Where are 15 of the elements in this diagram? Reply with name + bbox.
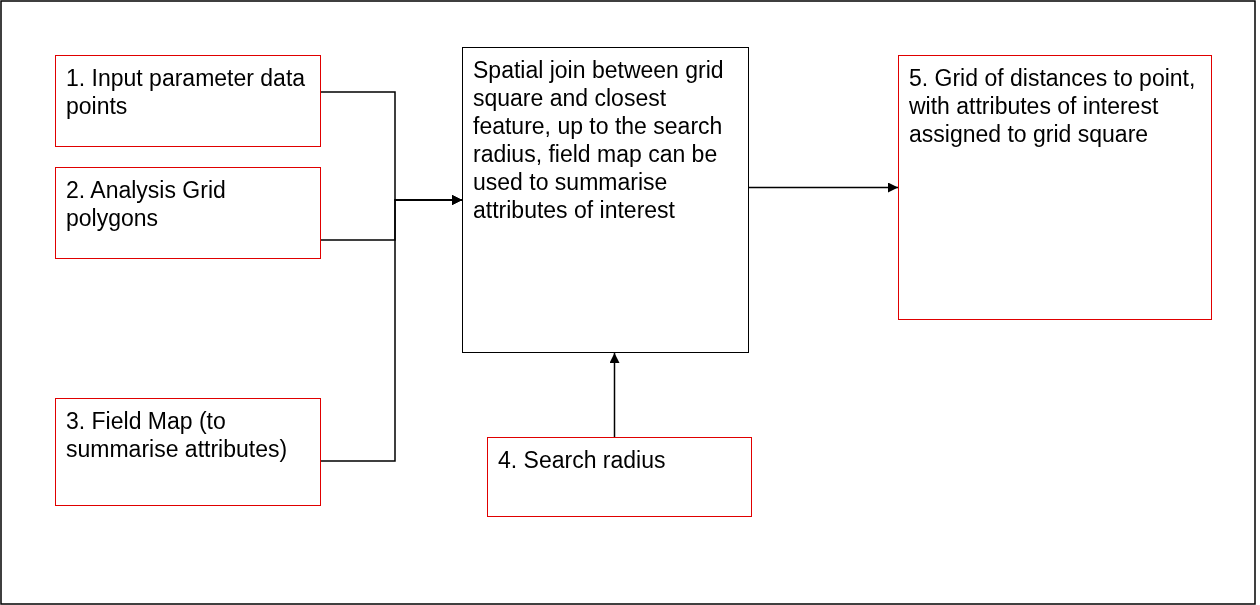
box-text: 5. Grid of distances to point, with attributes of interest assigned to grid square: [909, 64, 1197, 148]
connector-arrow: [609, 352, 620, 438]
process-box: [55, 55, 321, 147]
process-box: [487, 437, 752, 517]
process-box: [898, 55, 1212, 320]
connector-arrow: [748, 182, 899, 193]
box-text: 4. Search radius: [498, 446, 667, 474]
connector-arrow: [320, 195, 463, 462]
box-text: Spatial join between grid square and closest feature, up to the search radius, field map can be used to summarise attributes of interest: [473, 56, 725, 224]
box-text: 3. Field Map (to summarise attributes): [66, 407, 289, 463]
box-text: 2. Analysis Grid polygons: [66, 176, 227, 232]
process-box: [55, 398, 321, 506]
box-text: 1. Input parameter data points: [66, 64, 307, 120]
process-box: [55, 167, 321, 259]
process-box: [462, 47, 749, 353]
